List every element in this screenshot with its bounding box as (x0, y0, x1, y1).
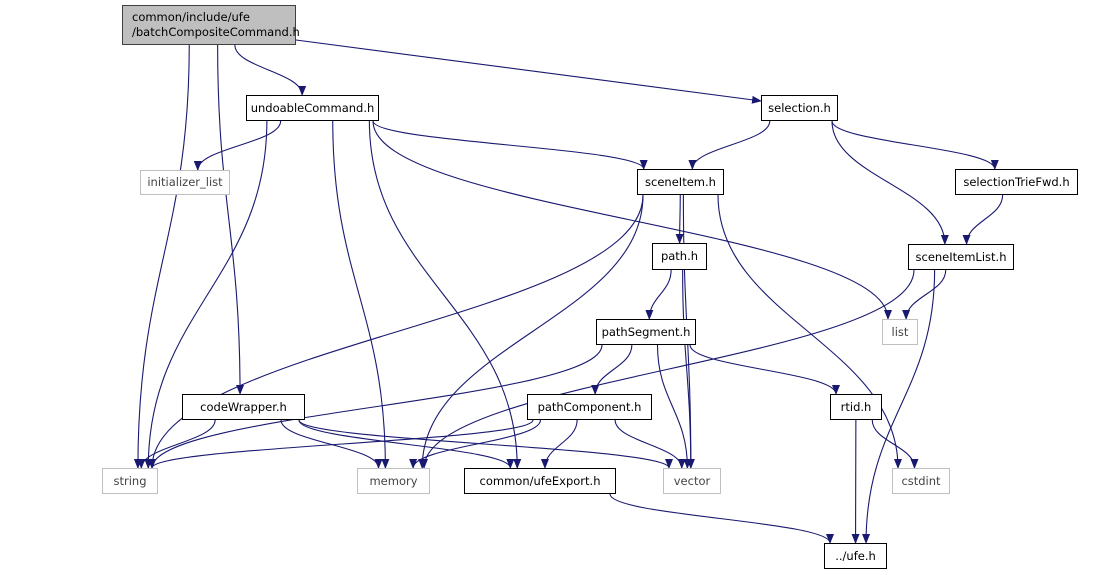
edge-pathComponent-to-ufeExport (540, 419, 578, 469)
edge-sceneItemList-to-ufe (862, 269, 936, 544)
node-cstdint: cstdint (892, 468, 950, 494)
edge-pathComponent-to-vector (614, 419, 686, 469)
node-rtid[interactable]: rtid.h (830, 394, 882, 420)
edge-codeWrapper-to-vector (298, 419, 673, 469)
edge-sceneItem-to-path (675, 194, 684, 244)
node-ufeExport[interactable]: common/ufeExport.h (464, 468, 616, 494)
edge-pathComponent-to-memory (409, 419, 542, 469)
edge-selection-to-sceneItem (688, 120, 771, 170)
edge-undoable-to-initializer_list (193, 120, 282, 171)
node-undoable[interactable]: undoableCommand.h (246, 95, 379, 121)
edge-selectionTrieFwd-to-sceneItemList (962, 194, 1004, 245)
edge-path-to-pathSegment (645, 269, 672, 320)
node-batch[interactable]: common/include/ufe /batchCompositeComman… (122, 5, 300, 45)
node-pathSegment[interactable]: pathSegment.h (596, 319, 696, 345)
edge-batch-to-undoable (234, 44, 307, 96)
node-ufe[interactable]: ../ufe.h (824, 543, 887, 569)
edge-sceneItem-to-cstdint (717, 194, 902, 469)
edge-codeWrapper-to-string (137, 419, 216, 469)
edge-sceneItem-to-string (148, 194, 644, 469)
node-pathComponent[interactable]: pathComponent.h (527, 394, 652, 420)
edge-pathSegment-to-vector (656, 344, 692, 469)
edge-undoable-to-sceneItem (372, 120, 648, 170)
node-sceneItem[interactable]: sceneItem.h (637, 169, 724, 195)
node-list: list (882, 319, 918, 345)
node-sceneItemList[interactable]: sceneItemList.h (908, 244, 1014, 270)
node-codeWrapper[interactable]: codeWrapper.h (182, 394, 305, 420)
edge-undoable-to-string (144, 120, 268, 469)
node-vector: vector (663, 468, 721, 494)
node-selection[interactable]: selection.h (761, 95, 838, 121)
edge-path-to-vector (682, 269, 695, 469)
edge-pathSegment-to-string (148, 344, 603, 469)
edge-undoable-to-ufeExport (368, 120, 522, 469)
edge-undoable-to-memory (332, 120, 390, 469)
edge-rtid-to-cstdint (871, 419, 919, 469)
edge-pathSegment-to-rtid (689, 344, 840, 395)
edge-batch-to-selection (295, 39, 762, 104)
edge-sceneItemList-to-memory (420, 269, 915, 469)
edge-codeWrapper-to-memory (280, 419, 383, 469)
edge-batch-to-string (133, 44, 190, 469)
edge-batch-to-codeWrapper (217, 44, 245, 395)
node-string: string (102, 468, 158, 494)
edge-pathSegment-to-pathComponent (591, 344, 633, 395)
edge-sceneItem-to-memory (418, 194, 644, 469)
node-path[interactable]: path.h (652, 243, 707, 270)
edge-selection-to-sceneItemList (831, 120, 949, 245)
node-memory: memory (357, 468, 430, 494)
edge-ufeExport-to-ufe (609, 493, 834, 544)
edge-codeWrapper-to-ufeExport (298, 419, 515, 469)
node-selectionTrieFwd[interactable]: selectionTrieFwd.h (955, 169, 1078, 195)
edge-selection-to-selectionTrieFwd (831, 120, 999, 170)
edge-pathComponent-to-string (148, 419, 534, 469)
edge-undoable-to-list (372, 120, 892, 320)
edge-sceneItemList-to-list (902, 269, 947, 320)
node-initializer_list: initializer_list (140, 170, 230, 195)
